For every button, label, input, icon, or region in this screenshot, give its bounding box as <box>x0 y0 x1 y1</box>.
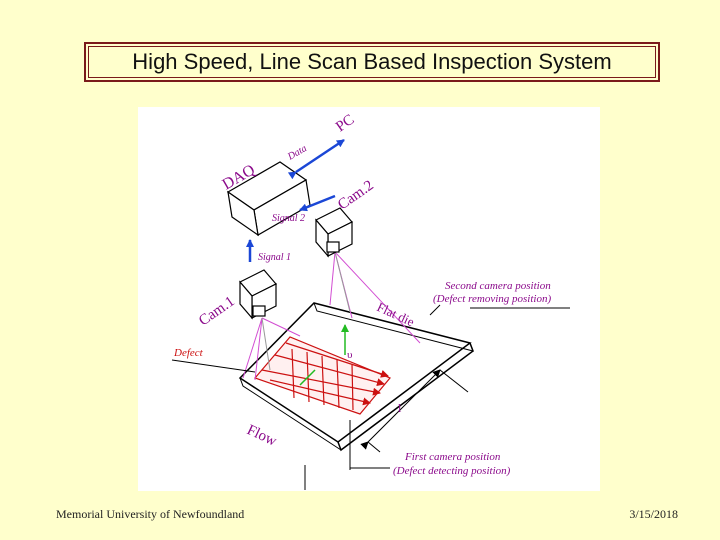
velocity-label: υ <box>347 349 353 361</box>
footer-institution: Memorial University of Newfoundland <box>56 507 245 521</box>
inspection-system-diagram: PC Data DAQ Cam.2 Signal 2 Signal 1 Cam.… <box>138 107 600 491</box>
diagram-svg: PC Data DAQ Cam.2 Signal 2 Signal 1 Cam.… <box>171 112 570 490</box>
slide-title-box: High Speed, Line Scan Based Inspection S… <box>84 42 660 82</box>
first-camera-sublabel: (Defect detecting position) <box>393 465 511 477</box>
cam1-label: Cam.1 <box>196 293 238 329</box>
cam2-camera <box>315 207 353 258</box>
cam1-camera <box>239 269 277 320</box>
length-label: l <box>398 401 402 415</box>
footer-date: 3/15/2018 <box>629 507 678 521</box>
signal-arrows <box>246 138 345 262</box>
second-camera-sublabel: (Defect removing position) <box>433 293 551 305</box>
pc-label: PC <box>333 112 357 136</box>
second-camera-label: Second camera position <box>445 280 551 292</box>
camera-center-lines <box>261 251 351 371</box>
cam2-label: Cam.2 <box>335 177 377 213</box>
first-camera-label: First camera position <box>404 451 501 463</box>
flow-label: Flow <box>244 422 279 450</box>
defect-label: Defect <box>173 347 204 359</box>
dimension-l <box>360 369 469 453</box>
signal2-label: Signal 2 <box>272 213 305 224</box>
leader-lines <box>171 304 570 490</box>
data-label: Data <box>285 143 309 163</box>
signal1-label: Signal 1 <box>258 252 291 263</box>
slide-title: High Speed, Line Scan Based Inspection S… <box>132 49 612 74</box>
daq-box <box>226 161 311 237</box>
